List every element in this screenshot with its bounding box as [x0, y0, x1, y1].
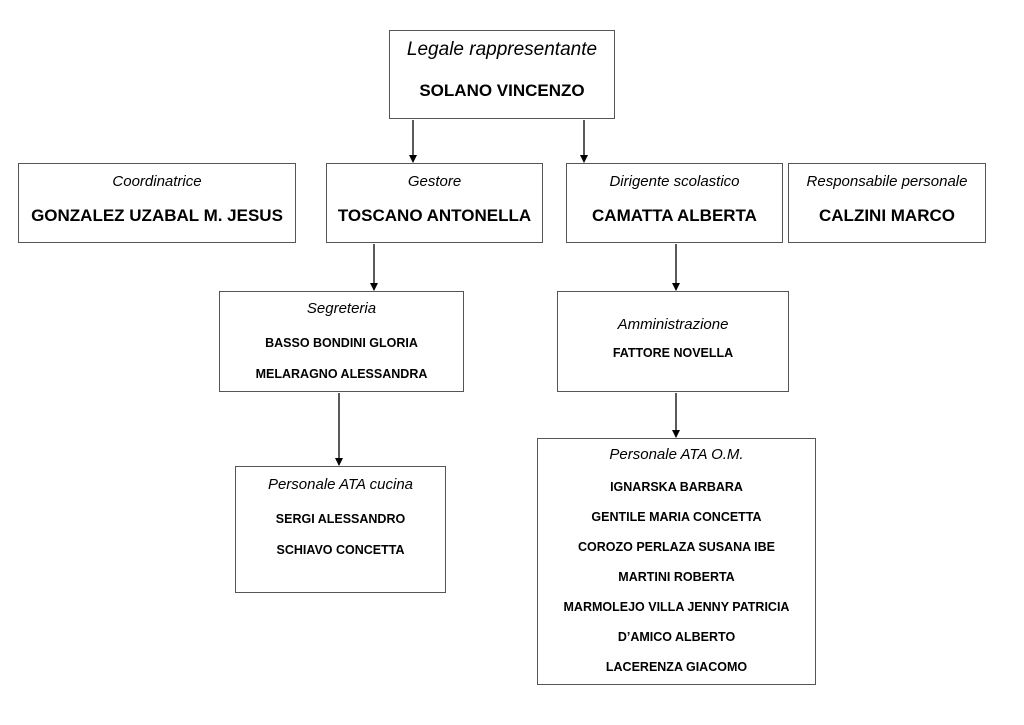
role-label: Responsabile personale — [806, 173, 968, 190]
member-name: LACERENZA GIACOMO — [605, 660, 748, 674]
role-label: Gestore — [407, 173, 462, 190]
member-name: IGNARSKA BARBARA — [610, 480, 743, 494]
box-personale-ata-om: Personale ATA O.M. IGNARSKA BARBARA GENT… — [537, 438, 816, 685]
role-label: Dirigente scolastico — [609, 173, 740, 190]
box-personale-ata-cucina: Personale ATA cucina SERGI ALESSANDRO SC… — [235, 466, 446, 593]
role-label: Amministrazione — [617, 316, 729, 333]
member-name: SCHIAVO CONCETTA — [276, 543, 405, 557]
box-amministrazione: Amministrazione FATTORE NOVELLA — [557, 291, 789, 392]
box-coordinatrice: Coordinatrice GONZALEZ UZABAL M. JESUS — [18, 163, 296, 243]
role-label: Segreteria — [306, 300, 377, 317]
member-name: GENTILE MARIA CONCETTA — [591, 510, 762, 524]
box-segreteria: Segreteria BASSO BONDINI GLORIA MELARAGN… — [219, 291, 464, 392]
person-name: CALZINI MARCO — [819, 206, 955, 225]
box-gestore: Gestore TOSCANO ANTONELLA — [326, 163, 543, 243]
role-label: Coordinatrice — [112, 173, 202, 190]
member-name: BASSO BONDINI GLORIA — [265, 336, 418, 350]
person-name: GONZALEZ UZABAL M. JESUS — [31, 206, 283, 225]
person-name: SOLANO VINCENZO — [419, 81, 585, 100]
member-name: MARTINI ROBERTA — [618, 570, 735, 584]
box-legale-rappresentante: Legale rappresentante SOLANO VINCENZO — [389, 30, 615, 119]
member-name: SERGI ALESSANDRO — [275, 512, 406, 526]
role-label: Legale rappresentante — [406, 39, 598, 60]
member-name: COROZO PERLAZA SUSANA IBE — [578, 540, 775, 554]
member-name: FATTORE NOVELLA — [612, 346, 734, 360]
box-responsabile-personale: Responsabile personale CALZINI MARCO — [788, 163, 986, 243]
member-name: D’AMICO ALBERTO — [617, 630, 736, 644]
person-name: TOSCANO ANTONELLA — [337, 206, 532, 225]
person-name: CAMATTA ALBERTA — [592, 206, 757, 225]
box-dirigente-scolastico: Dirigente scolastico CAMATTA ALBERTA — [566, 163, 783, 243]
role-label: Personale ATA O.M. — [609, 446, 744, 463]
role-label: Personale ATA cucina — [267, 476, 414, 493]
member-name: MARMOLEJO VILLA JENNY PATRICIA — [563, 600, 790, 614]
member-name: MELARAGNO ALESSANDRA — [255, 367, 428, 381]
